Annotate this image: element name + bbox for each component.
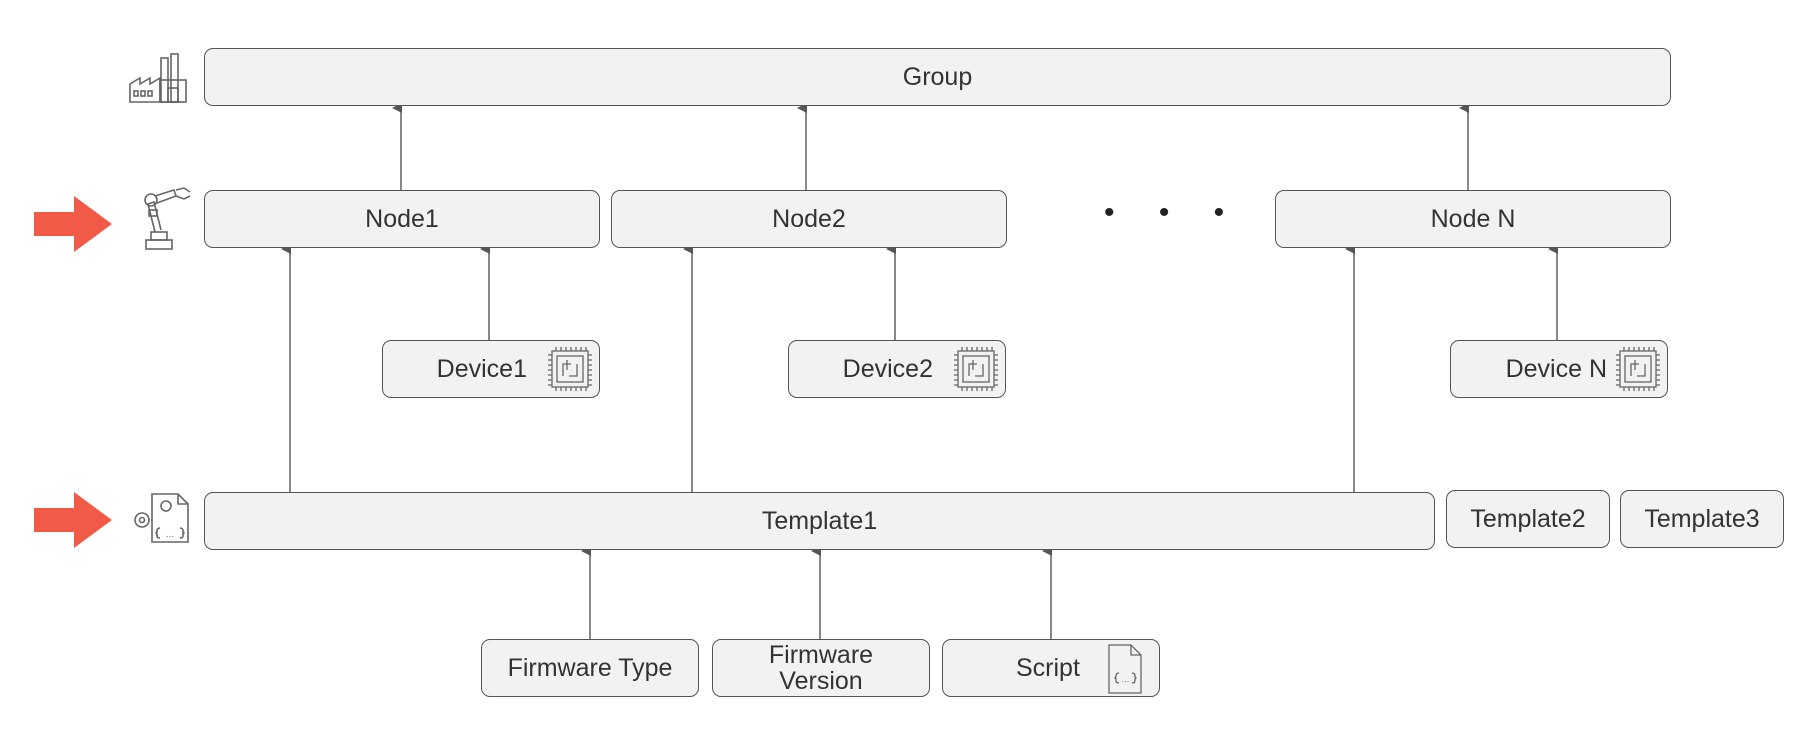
firmware-version-box: Firmware Version <box>712 639 930 697</box>
node-box-1: Node1 <box>204 190 600 248</box>
ellipsis: • • • <box>1104 196 1243 229</box>
device-label: Device1 <box>436 354 527 383</box>
device-label: Device N <box>1505 354 1607 383</box>
script-box: Script ... <box>942 639 1160 697</box>
node-box-n: Node N <box>1275 190 1671 248</box>
firmware-type-box: Firmware Type <box>481 639 699 697</box>
template-label: Template2 <box>1470 504 1586 533</box>
device-label: Device2 <box>842 354 933 383</box>
template-box-2: Template2 <box>1446 490 1610 548</box>
robot-arm-icon <box>144 187 191 250</box>
node-box-2: Node2 <box>611 190 1007 248</box>
template-label: Template1 <box>761 506 878 535</box>
right-arrow-icon <box>34 196 112 252</box>
svg-text:...: ... <box>1122 675 1130 684</box>
factory-icon <box>129 53 187 103</box>
code-file-icon: ... <box>1108 644 1142 694</box>
script-label: Script <box>1016 653 1080 682</box>
template-box-1: Template1 <box>204 492 1435 550</box>
config-file-icon: ... <box>134 493 189 543</box>
node-label: Node1 <box>365 204 439 233</box>
device-box-n: Device N <box>1450 340 1668 398</box>
group-label: Group <box>902 62 973 91</box>
template-box-3: Template3 <box>1620 490 1784 548</box>
right-arrow-icon <box>34 492 112 548</box>
chip-icon <box>1616 347 1660 391</box>
template-label: Template3 <box>1644 504 1760 533</box>
firmware-type-label: Firmware Type <box>507 653 673 682</box>
node-label: Node N <box>1430 204 1516 233</box>
svg-text:...: ... <box>166 530 175 540</box>
firmware-version-label: Firmware Version <box>768 640 874 695</box>
device-box-2: Device2 <box>788 340 1006 398</box>
node-label: Node2 <box>772 204 846 233</box>
device-box-1: Device1 <box>382 340 600 398</box>
group-box: Group <box>204 48 1671 106</box>
chip-icon <box>548 347 592 391</box>
chip-icon <box>954 347 998 391</box>
